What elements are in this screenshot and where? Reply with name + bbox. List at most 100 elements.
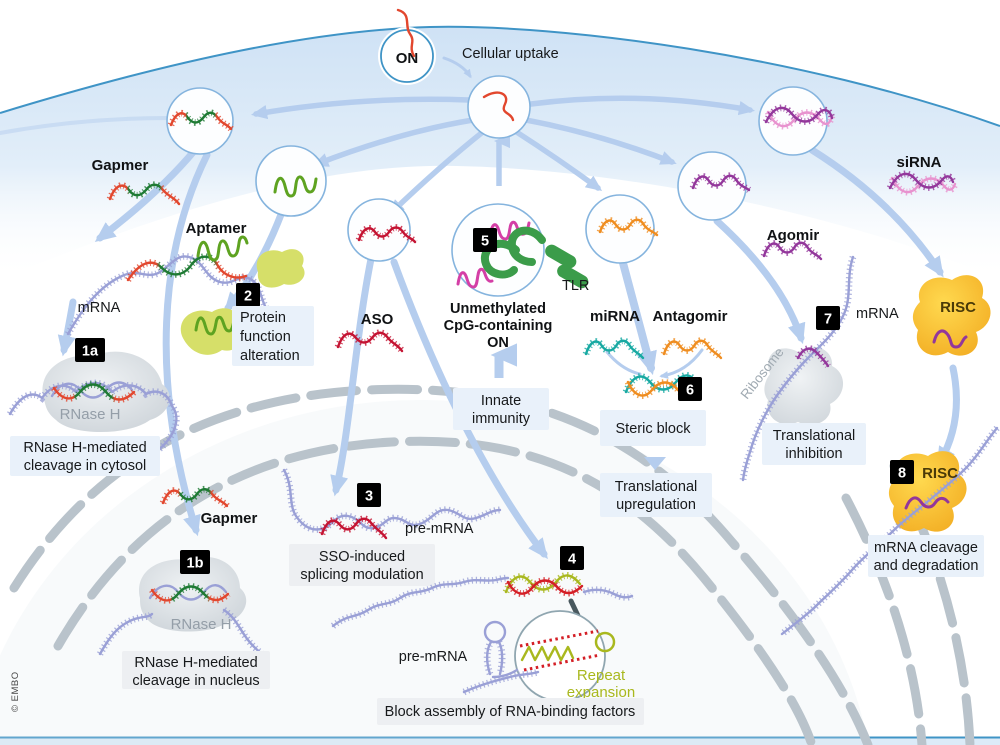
arrow-antagomir-converge: [659, 348, 704, 379]
tag-4: [560, 546, 584, 570]
mrna-label: mRNA: [78, 300, 121, 316]
caption-2-box: [232, 306, 314, 366]
upregulation-line2: upregulation: [616, 497, 696, 513]
agomir-molecule-icon: [762, 241, 823, 261]
caption-1b-box: [122, 651, 270, 689]
on-oligo-icon: [396, 8, 416, 58]
cpg-caption-line2: CpG-containing: [444, 318, 553, 334]
tag-5-label: 5: [481, 234, 489, 250]
inhibition-line2: inhibition: [785, 446, 842, 462]
cellular-uptake-label: Cellular uptake: [462, 46, 559, 62]
pathway-8-sirna-risc: siRNA RISC RISC 8 mRNA cleavage and degr…: [782, 154, 997, 634]
risc-complex-1: [912, 275, 991, 356]
caption-1b-line1: RNase H-mediated: [134, 655, 257, 671]
arrow-risc-to-cleavage: [936, 364, 960, 468]
central-oligo-icon: [482, 91, 515, 122]
pathway-7-agomir: Agomir Ribosome 7 mRNA Translational inh…: [738, 227, 899, 480]
tag-1a: [75, 338, 105, 362]
aso-molecule: ASO: [338, 311, 402, 351]
cellular-uptake: ON Cellular uptake: [378, 8, 559, 139]
cpg-caption-line1: Unmethylated: [450, 301, 546, 317]
pathway-1b-gapmer-nucleus: Gapmer RNase H 1b RNase H-mediated cleav…: [100, 489, 270, 689]
caption-3-box: [289, 544, 435, 586]
gapmer-nucleus-label: Gapmer: [201, 510, 258, 527]
arrow-to-agomir-vesicle: [523, 117, 677, 165]
arrow-to-aptamer-vesicle: [312, 117, 476, 167]
tag-7-label: 7: [824, 312, 832, 328]
arrow-gapmer-to-nucleus: [162, 151, 211, 537]
caption-4-label: Block assembly of RNA-binding factors: [385, 704, 636, 720]
mirna-molecule-icon: [584, 339, 645, 360]
repeat-expansion-line2: expansion: [567, 684, 635, 701]
arrow-aso-to-sso: [330, 255, 375, 497]
caption-1a-box: [10, 436, 160, 476]
target-protein-icon: [256, 249, 305, 288]
caption-2-line3: alteration: [240, 348, 300, 364]
tag-1b-label: 1b: [187, 556, 204, 572]
repeat-expansion-line1: Repeat: [577, 667, 626, 684]
antagomir-molecule-icon: [662, 339, 723, 360]
tlr-hook-icon-2: [507, 226, 546, 266]
tlr-endosome: [451, 203, 545, 297]
tlr-label: TLR: [562, 278, 589, 294]
rnaseh-label: RNase H: [60, 406, 121, 423]
arrow-gapmer-to-mrna: [94, 146, 199, 242]
tag-8: [890, 460, 914, 484]
aso-vesicle: [347, 198, 411, 262]
hairpin-loop-icon: [483, 620, 507, 644]
tlr-stem-icon-1: [545, 244, 577, 269]
tlr-hook-icon-1: [480, 240, 520, 279]
rnaseh-nucleus-blob: [139, 556, 247, 632]
mrna-right-label: mRNA: [856, 306, 899, 322]
embo-credit: © EMBO: [10, 671, 21, 712]
aptamer-vesicle: [255, 145, 327, 217]
protein-aptamer-complex: [180, 308, 243, 355]
tag-7: [816, 306, 840, 330]
pathway-4-repeat-expansion: 4 Repeat expansion pre-mRNA Block assemb…: [333, 546, 644, 725]
premrna-label-3: pre-mRNA: [405, 521, 474, 537]
tag-8-label: 8: [898, 466, 906, 482]
caption-1a-line2: cleavage in cytosol: [24, 458, 147, 474]
repeat-dotted-line-1: [519, 629, 599, 648]
pathway-3-sso: 3 pre-mRNA SSO-induced splicing modulati…: [284, 470, 500, 586]
tag-3-label: 3: [365, 489, 373, 505]
caption-1b-line2: cleavage in nucleus: [132, 673, 259, 689]
arrow-to-aso-vesicle: [388, 128, 487, 216]
arrow-to-mirna-vesicle: [512, 128, 603, 192]
caption-2-line2: function: [240, 329, 291, 345]
tag-1a-label: 1a: [82, 344, 99, 360]
upregulation-box: [600, 473, 712, 517]
caption-3-line2: splicing modulation: [300, 567, 423, 583]
tag-6: [678, 377, 702, 401]
repeat-loop-icon: [594, 631, 616, 653]
premrna-label-4: pre-mRNA: [399, 649, 468, 665]
innate-immunity-box: [453, 388, 549, 430]
aptamer-vesicle-icon: [273, 175, 318, 198]
tag-1b: [180, 550, 210, 574]
rnaseh-nucleus-label: RNase H: [171, 616, 232, 633]
endosome-vesicles: [166, 86, 832, 264]
tag-5: [473, 228, 497, 252]
steric-block-box: [600, 410, 706, 446]
inhibition-line1: Translational: [773, 428, 855, 444]
arrow-mirna-converge: [605, 350, 642, 376]
agomir-label: Agomir: [767, 227, 820, 244]
pathway-2-aptamer: Aptamer 2 Protein function alteration: [180, 220, 314, 366]
upregulation-line1: Translational: [615, 479, 697, 495]
cpg-caption-line3: ON: [487, 335, 509, 351]
arrow-agomir-to-ribosome: [713, 217, 806, 345]
cleavage-line1: mRNA cleavage: [874, 540, 978, 556]
antagomir-label: Antagomir: [653, 308, 728, 325]
steric-block-label: Steric block: [616, 421, 692, 437]
repeat-zigzag-icon: [520, 645, 575, 662]
membrane-parallel-arc: [0, 116, 170, 135]
risc2-label: RISC: [922, 465, 958, 482]
innate-line1: Innate: [481, 393, 521, 409]
on-label: ON: [396, 50, 419, 67]
gapmer-label: Gapmer: [92, 157, 149, 174]
uptake-arrow: [442, 56, 472, 79]
arrow-to-gapmer-vesicle: [250, 96, 472, 120]
arrow-mirna-to-steric: [619, 259, 657, 376]
nuclear-envelope-inner: [53, 436, 817, 745]
